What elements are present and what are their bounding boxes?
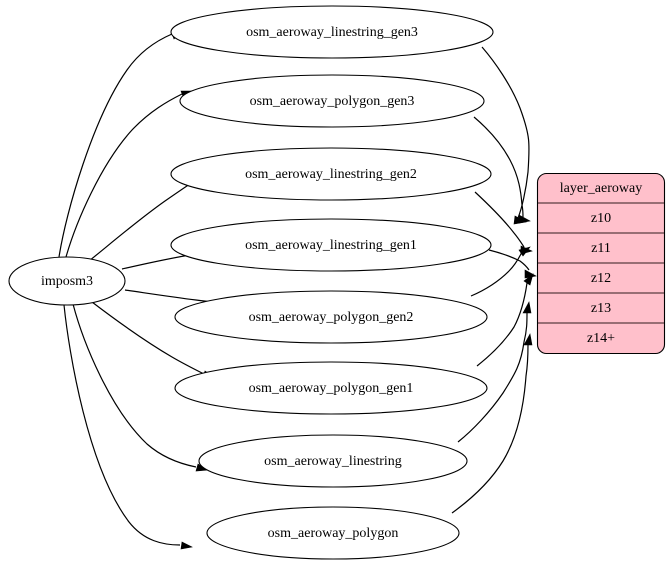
node-osm_aeroway_polygon_gen1[interactable]: osm_aeroway_polygon_gen1 <box>174 361 488 415</box>
node-label: osm_aeroway_linestring <box>264 454 402 469</box>
node-label: osm_aeroway_polygon_gen1 <box>249 381 414 396</box>
table-row-z12[interactable]: z12 <box>591 271 611 286</box>
edge-linestring-gen3-to-z10 <box>481 46 530 225</box>
edge-polygon-to-z14 <box>451 333 533 514</box>
table-row-label: z10 <box>591 211 611 226</box>
node-imposm3[interactable]: imposm3 <box>8 256 126 306</box>
node-label: osm_aeroway_polygon <box>268 526 399 541</box>
node-osm_aeroway_linestring_gen2[interactable]: osm_aeroway_linestring_gen2 <box>170 147 492 201</box>
node-label: osm_aeroway_polygon_gen3 <box>250 94 415 109</box>
edge-linestring-gen1-to-z12 <box>488 249 537 279</box>
edge-polygon-gen1-to-z12 <box>476 273 534 367</box>
table-row-z11[interactable]: z11 <box>591 241 611 256</box>
node-label: osm_aeroway_linestring_gen2 <box>245 167 417 182</box>
edge-imposm3-to-polygon <box>63 304 193 550</box>
table-row-label: z12 <box>591 271 611 286</box>
table-row-z10[interactable]: z10 <box>591 211 611 226</box>
node-osm_aeroway_polygon_gen2[interactable]: osm_aeroway_polygon_gen2 <box>174 290 488 344</box>
node-osm_aeroway_linestring_gen1[interactable]: osm_aeroway_linestring_gen1 <box>170 218 492 272</box>
table-row-z14plus[interactable]: z14+ <box>587 331 615 346</box>
node-label: osm_aeroway_linestring_gen3 <box>246 25 418 40</box>
node-layer_aeroway-table[interactable]: layer_aeroway z10 z11 z12 z13 z14+ <box>536 172 666 355</box>
node-label: osm_aeroway_polygon_gen2 <box>249 310 414 325</box>
node-osm_aeroway_linestring_gen3[interactable]: osm_aeroway_linestring_gen3 <box>170 5 494 59</box>
table-row-label: z13 <box>591 301 611 316</box>
table-row-label: z11 <box>591 241 611 256</box>
node-osm_aeroway_polygon[interactable]: osm_aeroway_polygon <box>206 506 460 560</box>
table-row-z13[interactable]: z13 <box>591 301 611 316</box>
table-row-label: z14+ <box>587 331 615 346</box>
edge-group-nodes-to-table <box>451 46 537 514</box>
node-label: osm_aeroway_linestring_gen1 <box>245 238 417 253</box>
edge-polygon-gen2-to-z11 <box>470 246 531 297</box>
table-title: layer_aeroway <box>560 181 642 196</box>
edge-polygon-gen3-to-z10 <box>473 116 531 224</box>
node-osm_aeroway_polygon_gen3[interactable]: osm_aeroway_polygon_gen3 <box>179 74 485 128</box>
node-imposm3-label: imposm3 <box>41 274 93 289</box>
node-osm_aeroway_linestring[interactable]: osm_aeroway_linestring <box>198 434 468 488</box>
edge-linestring-to-z13 <box>457 301 532 443</box>
